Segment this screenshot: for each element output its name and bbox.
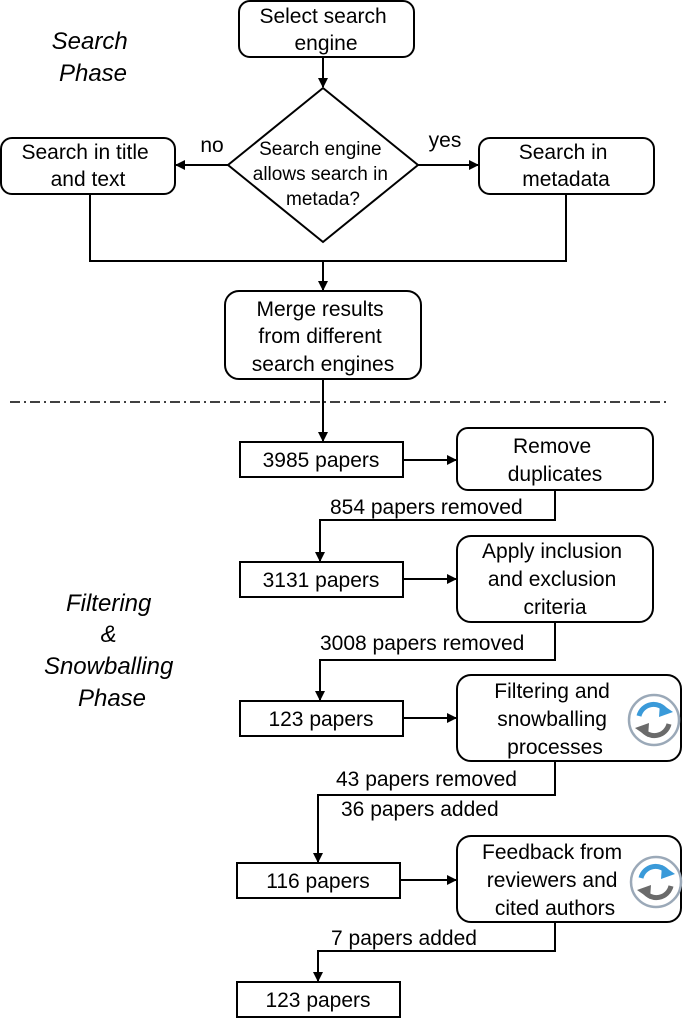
count-box-4 bbox=[236, 862, 401, 899]
connector-remove-to-count2 bbox=[315, 490, 556, 562]
decision-label: Search engine allows search in metada? bbox=[253, 139, 393, 210]
search-metadata-label: Search in metadata bbox=[519, 141, 614, 191]
remove-duplicates-label: Remove duplicates bbox=[508, 435, 603, 486]
no-branch-label: no bbox=[200, 134, 223, 157]
connector-title-down bbox=[89, 194, 567, 262]
search-title-text-label: Search in title and text bbox=[21, 141, 154, 191]
connector-feedback-to-count5 bbox=[313, 922, 556, 982]
count-label-3: 123 papers bbox=[268, 708, 373, 731]
count-label-5: 123 papers bbox=[265, 989, 370, 1012]
transition-label-3b: 36 papers added bbox=[341, 798, 499, 821]
count-box-5 bbox=[236, 981, 401, 1018]
transition-label-1: 854 papers removed bbox=[330, 496, 523, 519]
filtering-phase-label: Filtering & Snowballing Phase bbox=[44, 590, 180, 712]
refresh-cycle-icon bbox=[627, 693, 681, 747]
filtering-snowballing-box bbox=[456, 674, 682, 762]
transition-label-3a: 43 papers removed bbox=[336, 768, 517, 791]
transition-label-4: 7 papers added bbox=[331, 927, 477, 950]
merge-results-label: Merge results from different search engi… bbox=[252, 298, 394, 376]
apply-criteria-label: Apply inclusion and exclusion criteria bbox=[482, 540, 628, 619]
feedback-label: Feedback from reviewers and cited author… bbox=[482, 841, 628, 920]
count-label-4: 116 papers bbox=[266, 870, 370, 893]
count-box-2 bbox=[239, 561, 404, 598]
select-engine-box bbox=[238, 0, 415, 58]
transition-label-2: 3008 papers removed bbox=[320, 632, 524, 655]
connector-criteria-to-count3 bbox=[315, 622, 556, 701]
connector-filtering-to-count4 bbox=[313, 761, 556, 863]
select-engine-label: Select search engine bbox=[259, 5, 392, 55]
filtering-snowballing-label: Filtering and snowballing processes bbox=[494, 680, 615, 759]
count-box-1 bbox=[239, 441, 404, 478]
refresh-cycle-icon bbox=[629, 855, 683, 909]
count-label-2: 3131 papers bbox=[263, 569, 380, 592]
metadata-decision-diamond bbox=[226, 86, 420, 244]
count-label-1: 3985 papers bbox=[263, 449, 380, 472]
yes-branch-label: yes bbox=[429, 129, 462, 152]
search-phase-label: Search Phase bbox=[52, 28, 135, 87]
count-box-3 bbox=[239, 700, 404, 737]
